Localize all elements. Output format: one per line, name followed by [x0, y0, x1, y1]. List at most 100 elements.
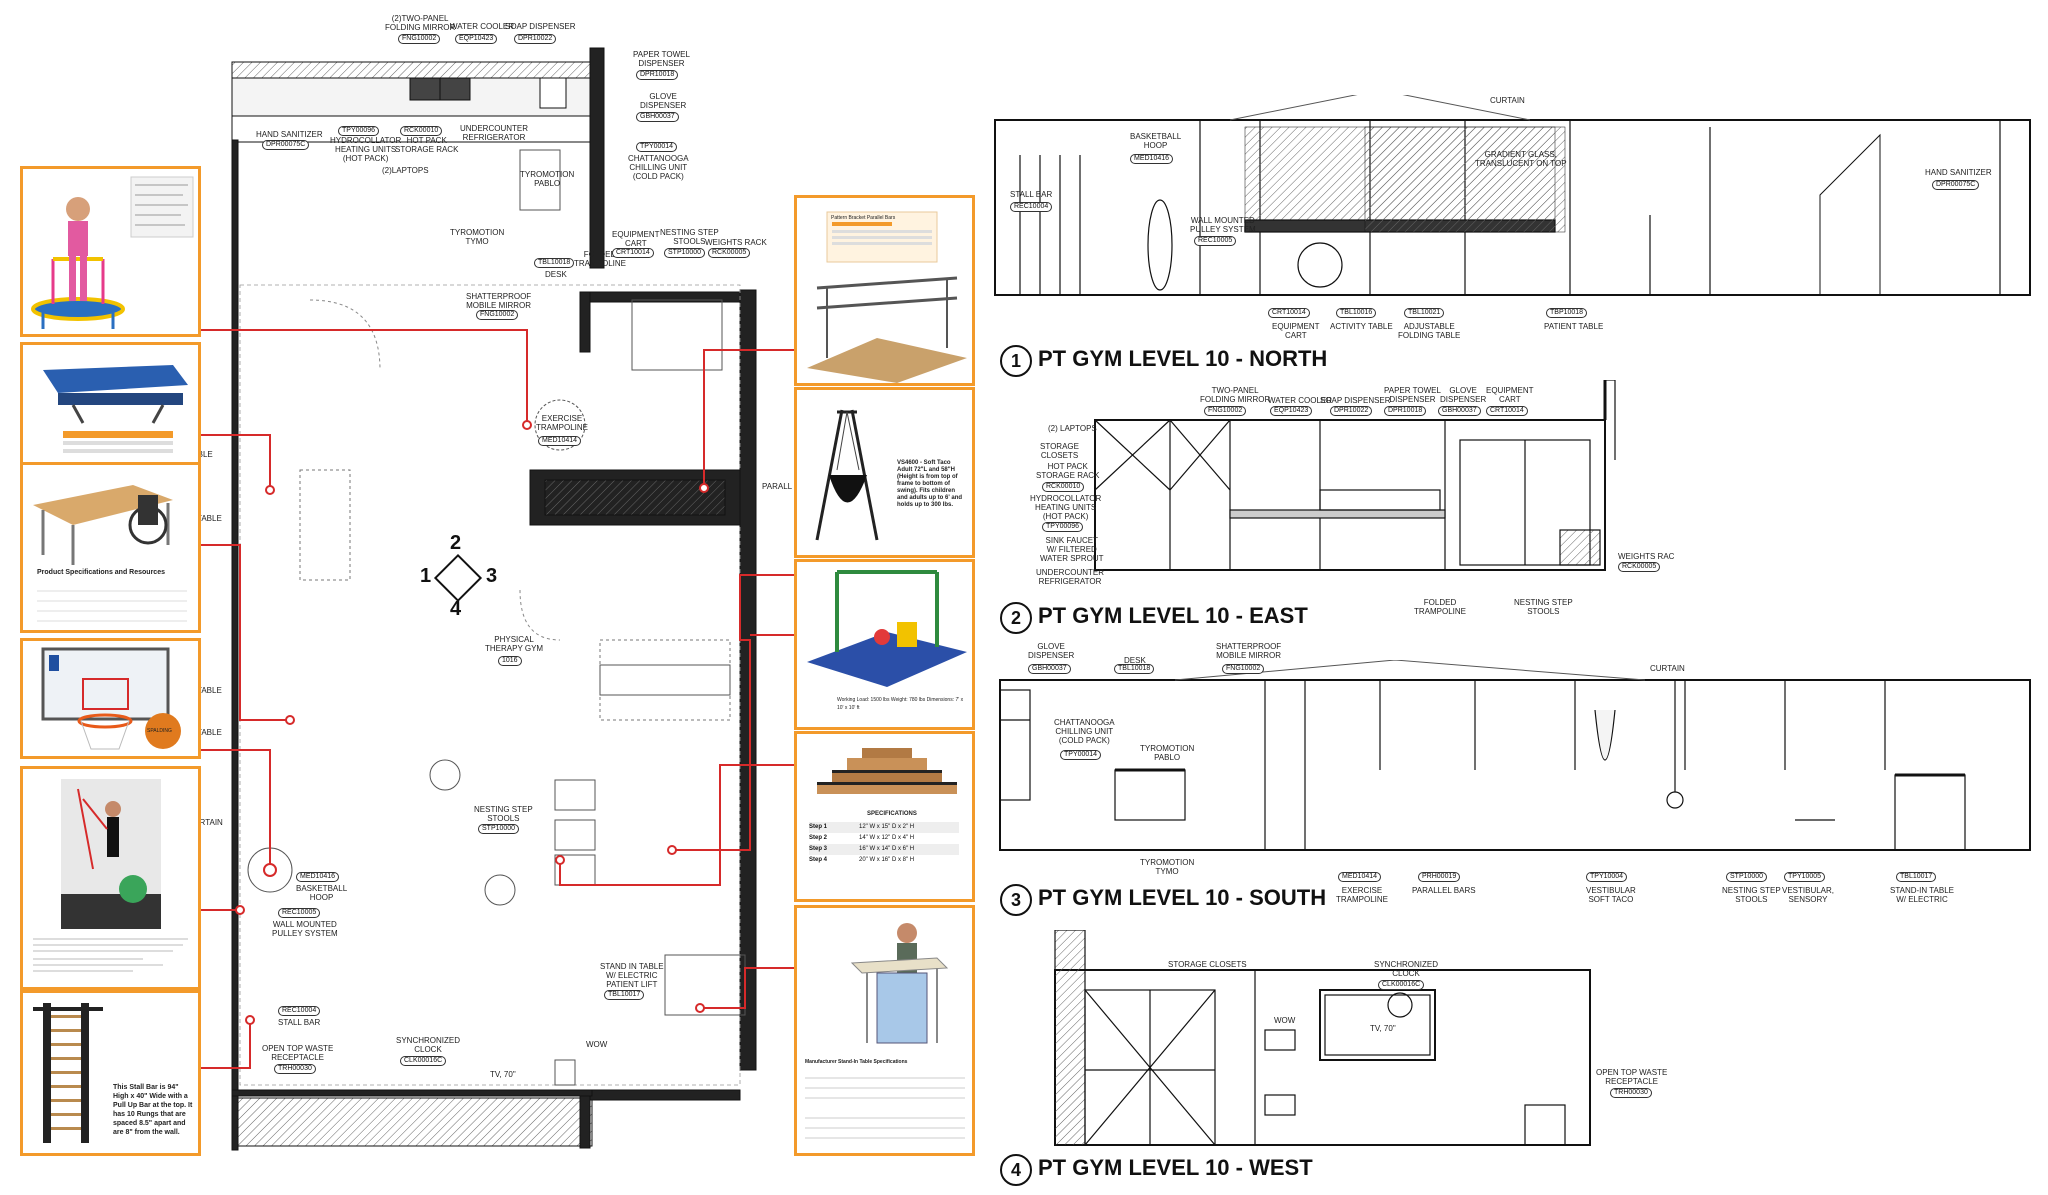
step-stools-spec-title: SPECIFICATIONS [867, 811, 917, 817]
plan-label-soap-dispenser: SOAP DISPENSER [505, 22, 576, 31]
plan-tag: RCK00010 [400, 126, 443, 136]
south-bottom-tag: TPY10005 [1784, 872, 1826, 882]
plan-label-folded-trampoline: FOLDED TRAMPOLINE [574, 250, 627, 268]
product-card-soft-taco: VS4600 - Soft Taco Adult 72"L and 58"H (… [794, 387, 975, 558]
plan-tag: CRT10014 [612, 248, 654, 258]
east-water-cooler: WATER COOLER [1268, 396, 1333, 405]
parallel-bars-image [807, 211, 967, 383]
plan-label-hydrocollator: HYDROCOLLATOR HEATING UNITS (HOT PACK) [330, 136, 402, 163]
elevation-2-number: 2 [1000, 602, 1032, 634]
plan-tag: STP10000 [664, 248, 706, 258]
plan-tag: RCK00005 [708, 248, 751, 258]
soft-taco-image [815, 409, 879, 541]
plan-tag: TPY00014 [636, 142, 678, 152]
plan-tag: REC10005 [278, 908, 321, 918]
plan-tag: FNG10002 [476, 310, 519, 320]
east-fridge: UNDERCOUNTER REFRIGERATOR [1036, 568, 1104, 586]
north-tag: DPR00075C [1932, 180, 1980, 190]
west-tag: CLK00016C [1378, 980, 1425, 990]
east-tag: GBH00037 [1438, 406, 1481, 416]
plan-label-hot-pack: HOT PACK STORAGE RACK [395, 136, 459, 154]
plan-tag: MED10416 [296, 872, 340, 882]
north-activity-table: ACTIVITY TABLE [1330, 322, 1393, 331]
plan-label-exercise-trampoline: EXERCISE TRAMPOLINE [536, 414, 589, 432]
compass-4: 4 [450, 598, 462, 620]
product-card-sensory-frame: Working Load: 1500 lbs Weight: 780 lbs D… [794, 559, 975, 730]
east-tag: CRT10014 [1486, 406, 1528, 416]
plan-label-laptops: (2)LAPTOPS [382, 166, 429, 175]
plan-label-nesting-stools-2: NESTING STEP STOOLS [474, 805, 533, 823]
north-tag: TBL10016 [1336, 308, 1377, 318]
floor-plan [198, 47, 794, 1151]
spec-row: Step 1 12" W x 15" D x 2" H [809, 822, 959, 833]
south-bottom-label: EXERCISE TRAMPOLINE [1336, 886, 1389, 904]
product-card-basketball-hoop: SPALDING [20, 638, 201, 759]
plan-tag: DPR10022 [514, 34, 557, 44]
plan-label-nesting-stools: NESTING STEP STOOLS [660, 228, 719, 246]
elevation-4-title: PT GYM LEVEL 10 - WEST [1038, 1155, 1313, 1180]
product-card-parallel-bars: Pattern Bracket Parallel Bars [794, 195, 975, 386]
east-tag: DPR10018 [1384, 406, 1427, 416]
east-tag: TPY00096 [1042, 522, 1084, 532]
spec-size: 12" W x 15" D x 2" H [859, 824, 915, 830]
elevation-3-title: PT GYM LEVEL 10 - SOUTH [1038, 885, 1327, 910]
plan-label-mirror: (2)TWO-PANEL FOLDING MIRROR [385, 14, 456, 32]
plan-label-paper-towel: PAPER TOWEL DISPENSER [633, 50, 690, 68]
spec-step: Step 1 [809, 824, 828, 830]
north-tag: REC10005 [1194, 236, 1237, 246]
compass-2: 2 [450, 532, 462, 554]
south-bottom-tag: TPY10004 [1586, 872, 1628, 882]
east-storage-closets: STORAGE CLOSETS [1040, 442, 1079, 460]
step-stools-image [817, 748, 957, 794]
south-tag: GBH00037 [1028, 664, 1071, 674]
plan-label-pablo: TYROMOTION PABLO [520, 170, 575, 188]
stand-in-table-specs-title: Manufacturer Stand-In Table Specificatio… [805, 1059, 908, 1065]
south-bottom-tag: PRH00019 [1418, 872, 1461, 882]
plan-label-wow: WOW [586, 1040, 608, 1049]
stall-bar-description: This Stall Bar is 94" High x 40" Wide wi… [113, 1084, 193, 1136]
activity-table-image [33, 485, 173, 565]
plan-tag: MED10414 [538, 436, 582, 446]
north-adjustable-table: ADJUSTABLE FOLDING TABLE [1398, 322, 1461, 340]
south-glove: GLOVE DISPENSER [1028, 642, 1075, 660]
south-tag: FNG10002 [1222, 664, 1265, 674]
plan-label-pulley: WALL MOUNTED PULLEY SYSTEM [272, 920, 338, 938]
south-tag: TBL10018 [1114, 664, 1155, 674]
spec-step: Step 2 [809, 835, 828, 841]
east-mirror: TWO-PANEL FOLDING MIRROR [1200, 386, 1271, 404]
plan-label-basketball-hoop: BASKETBALL HOOP [296, 884, 348, 902]
north-stall-bar: STALL BAR [1010, 190, 1053, 199]
product-card-stall-bar: This Stall Bar is 94" High x 40" Wide wi… [20, 990, 201, 1156]
north-tag: TBL10021 [1404, 308, 1445, 318]
stall-bar-image [33, 1003, 103, 1143]
east-laptops: (2) LAPTOPS [1048, 424, 1097, 433]
plan-label-chattanooga: CHATTANOOGA CHILLING UNIT (COLD PACK) [628, 154, 689, 181]
west-tv: TV, 70" [1370, 1024, 1396, 1033]
plan-label-weights-rack: WEIGHTS RACK [705, 238, 767, 247]
east-soap: SOAP DISPENSER [1320, 396, 1391, 405]
plan-tag: TBL10017 [604, 990, 645, 1000]
north-tag: CRT10014 [1268, 308, 1310, 318]
spec-step: Step 3 [809, 846, 828, 852]
mat-table-image [43, 365, 188, 453]
parallel-bars-title: Pattern Bracket Parallel Bars [831, 215, 896, 221]
south-bottom-label: PARALLEL BARS [1412, 886, 1476, 895]
plan-tag: TPY00096 [338, 126, 380, 136]
spec-step: Step 4 [809, 857, 828, 863]
plan-label-water-cooler: WATER COOLER [450, 22, 515, 31]
west-clock: SYNCHRONIZED CLOCK [1374, 960, 1439, 978]
north-tag: MED10416 [1130, 154, 1174, 164]
north-basketball-hoop: BASKETBALL HOOP [1130, 132, 1182, 150]
stand-in-table-spec-rows [805, 1077, 965, 1139]
north-tag: TBP10018 [1546, 308, 1588, 318]
east-nesting: NESTING STEP STOOLS [1514, 598, 1573, 616]
plan-tag: EQP10423 [455, 34, 498, 44]
south-bottom-label: VESTIBULAR, SENSORY [1782, 886, 1835, 904]
compass-1: 1 [420, 565, 432, 587]
compass-3: 3 [486, 565, 498, 587]
plan-label-clock: SYNCHRONIZED CLOCK [396, 1036, 461, 1054]
east-hydrocollator: HYDROCOLLATOR HEATING UNITS (HOT PACK) [1030, 494, 1102, 521]
spec-size: 16" W x 14" D x 6" H [859, 846, 915, 852]
